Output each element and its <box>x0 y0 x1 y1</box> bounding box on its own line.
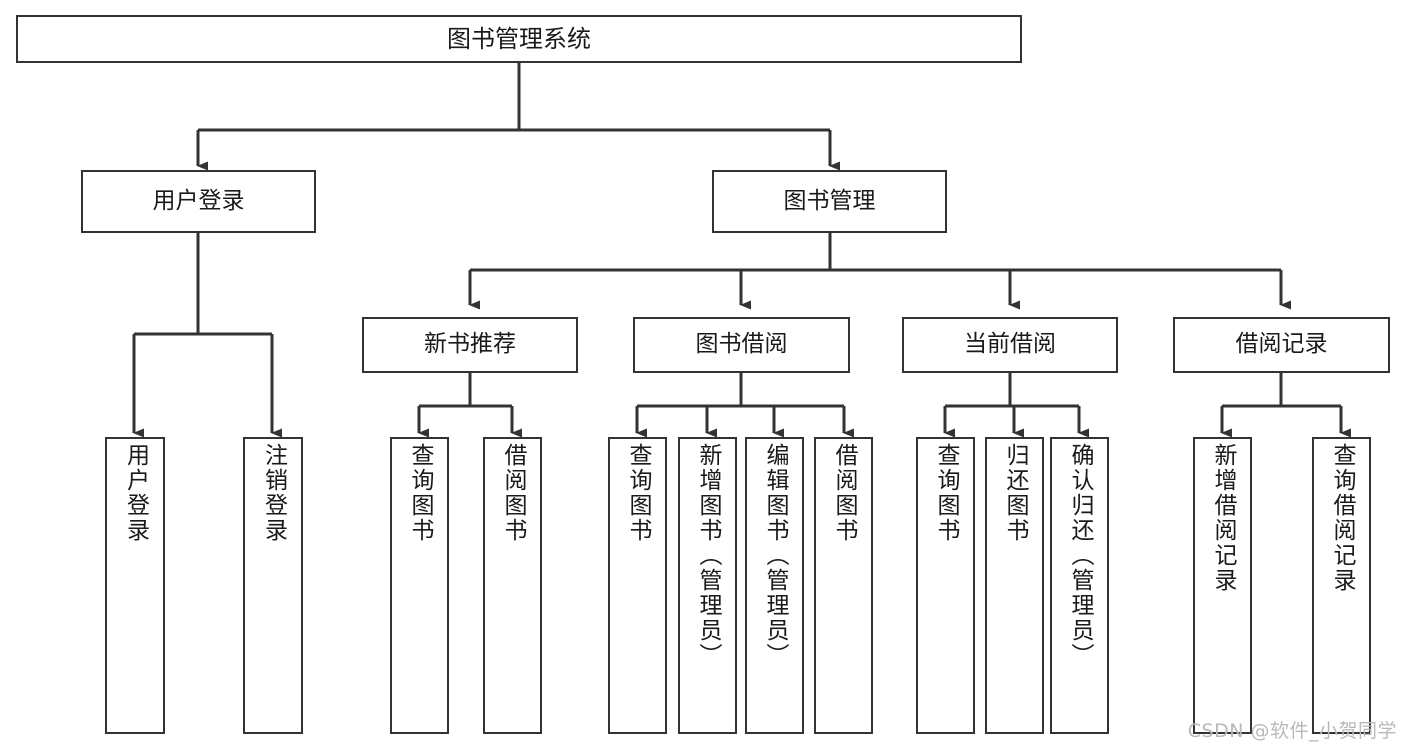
leaf-records-add-record[interactable]: 新增借阅记录 <box>1193 437 1252 734</box>
node-label: 新书推荐 <box>424 331 516 358</box>
node-label: 归还图书 <box>1002 443 1028 543</box>
node-current-borrow[interactable]: 当前借阅 <box>902 317 1118 373</box>
node-label: 新增借阅记录 <box>1210 443 1236 593</box>
node-label: 图书借阅 <box>695 331 788 358</box>
node-root-book-management-system[interactable]: 图书管理系统 <box>16 15 1022 63</box>
node-label: 查询图书 <box>407 443 433 543</box>
node-label: 编辑图书（管理员） <box>762 443 788 668</box>
leaf-user-login-login[interactable]: 用户登录 <box>105 437 165 734</box>
leaf-recommend-borrow-book[interactable]: 借阅图书 <box>483 437 542 734</box>
leaf-user-login-logout[interactable]: 注销登录 <box>243 437 303 734</box>
leaf-records-query-record[interactable]: 查询借阅记录 <box>1312 437 1371 734</box>
node-new-book-recommend[interactable]: 新书推荐 <box>362 317 578 373</box>
leaf-recommend-query-book[interactable]: 查询图书 <box>390 437 449 734</box>
node-label: 查询图书 <box>933 443 959 543</box>
leaf-borrow-edit-book-admin[interactable]: 编辑图书（管理员） <box>745 437 804 734</box>
leaf-current-confirm-return-admin[interactable]: 确认归还（管理员） <box>1050 437 1109 734</box>
node-label: 查询图书 <box>625 443 651 543</box>
node-label: 借阅记录 <box>1235 331 1328 358</box>
watermark-text: CSDN @软件_小贺同学 <box>1187 720 1397 742</box>
node-label: 确认归还（管理员） <box>1067 443 1093 668</box>
node-label: 当前借阅 <box>964 331 1056 358</box>
node-book-management[interactable]: 图书管理 <box>712 170 947 233</box>
node-borrow-records[interactable]: 借阅记录 <box>1173 317 1390 373</box>
node-label: 查询借阅记录 <box>1329 443 1355 593</box>
node-label: 注销登录 <box>260 443 287 543</box>
leaf-borrow-borrow-book[interactable]: 借阅图书 <box>814 437 873 734</box>
node-label: 图书管理 <box>783 187 876 214</box>
leaf-borrow-add-book-admin[interactable]: 新增图书（管理员） <box>678 437 737 734</box>
leaf-current-query-book[interactable]: 查询图书 <box>916 437 975 734</box>
node-label: 用户登录 <box>122 443 149 543</box>
node-user-login[interactable]: 用户登录 <box>81 170 316 233</box>
node-label: 借阅图书 <box>831 443 857 543</box>
node-label: 借阅图书 <box>500 443 526 543</box>
leaf-borrow-query-book[interactable]: 查询图书 <box>608 437 667 734</box>
node-label: 新增图书（管理员） <box>695 443 721 668</box>
node-label: 用户登录 <box>152 187 245 214</box>
leaf-current-return-book[interactable]: 归还图书 <box>985 437 1044 734</box>
node-label: 图书管理系统 <box>447 24 591 53</box>
node-book-borrow[interactable]: 图书借阅 <box>633 317 850 373</box>
